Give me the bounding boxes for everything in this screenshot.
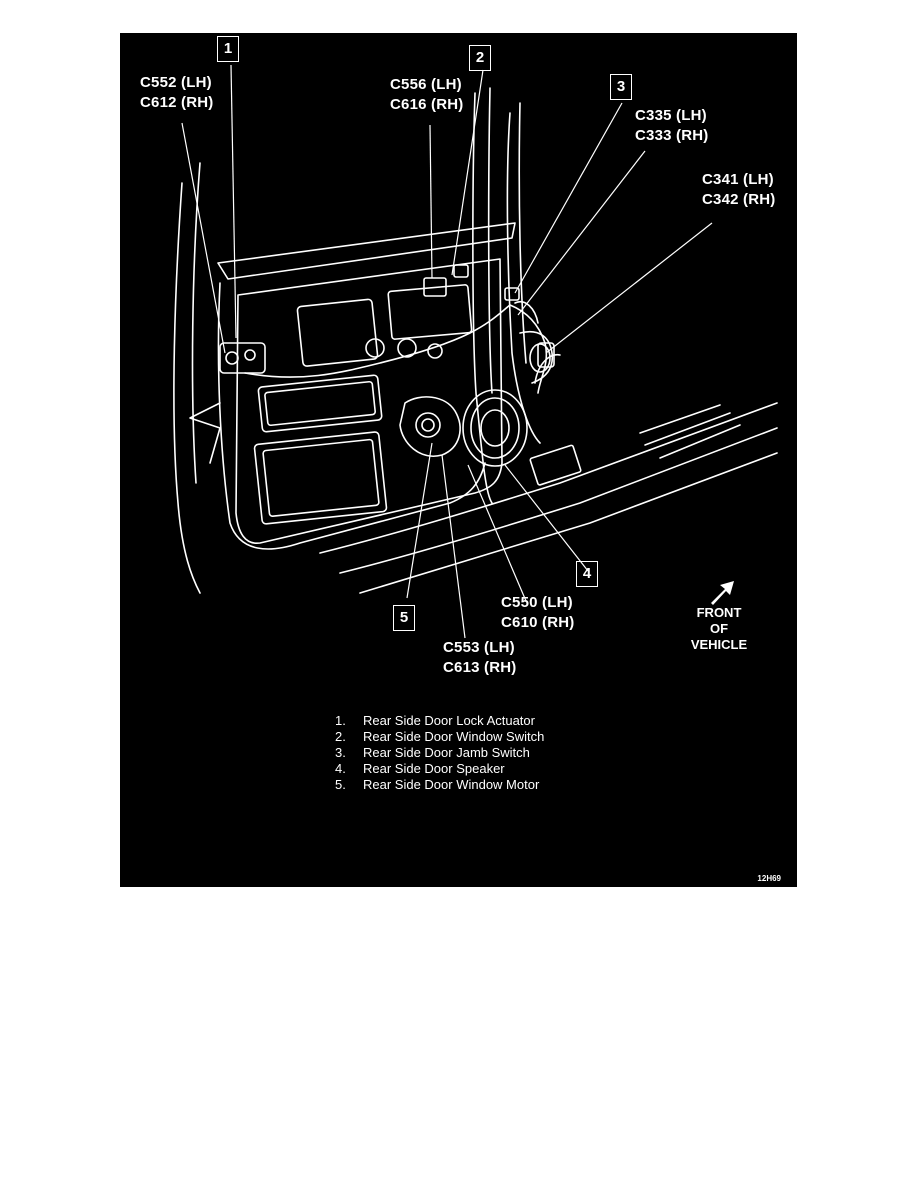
legend-item: 3. Rear Side Door Jamb Switch (335, 745, 544, 761)
legend-num: 3. (335, 745, 346, 760)
callout-3: 3 (610, 74, 632, 100)
callout-5: 5 (393, 605, 415, 631)
legend-text: Rear Side Door Window Switch (363, 729, 545, 744)
legend-text: Rear Side Door Jamb Switch (363, 745, 530, 760)
legend-num: 1. (335, 713, 346, 728)
label-c335: C335 (LH) (635, 107, 707, 124)
front-line-3: VEHICLE (690, 637, 748, 652)
label-c333: C333 (RH) (635, 127, 709, 144)
legend-num: 4. (335, 761, 346, 776)
label-c556: C556 (LH) (390, 76, 462, 93)
door-illustration (173, 64, 778, 639)
label-c342: C342 (RH) (702, 191, 776, 208)
leader-lines (181, 64, 713, 639)
label-c613: C613 (RH) (443, 659, 517, 676)
component-legend: 1. Rear Side Door Lock Actuator 2. Rear Si… (335, 713, 544, 793)
callout-4: 4 (576, 561, 598, 587)
front-line-1: FRONT (696, 605, 742, 620)
legend-num: 2. (335, 729, 346, 744)
legend-item: 1. Rear Side Door Lock Actuator (335, 713, 544, 729)
legend-item: 2. Rear Side Door Window Switch (335, 729, 544, 745)
callout-2: 2 (469, 45, 491, 71)
legend-text: Rear Side Door Lock Actuator (363, 713, 535, 728)
front-line-2: OF (709, 621, 729, 636)
legend-text: Rear Side Door Speaker (363, 761, 505, 776)
legend-text: Rear Side Door Window Motor (363, 777, 540, 792)
legend-item: 5. Rear Side Door Window Motor (335, 777, 544, 793)
label-c553: C553 (LH) (443, 639, 515, 656)
legend-num: 5. (335, 777, 346, 792)
label-c616: C616 (RH) (390, 96, 464, 113)
label-c552: C552 (LH) (140, 74, 212, 91)
front-of-vehicle-label: FRONT OF VEHICLE (679, 605, 759, 653)
label-c341: C341 (LH) (702, 171, 774, 188)
label-c550: C550 (LH) (501, 594, 573, 611)
front-arrow-icon (711, 581, 734, 605)
label-c610: C610 (RH) (501, 614, 575, 631)
legend-item: 4. Rear Side Door Speaker (335, 761, 544, 777)
callout-1: 1 (217, 36, 239, 62)
figure-code: 12H69 (757, 874, 781, 883)
door-wiring-diagram: 1 2 3 4 5 C552 (LH) C612 (RH) C556 (LH) … (120, 33, 797, 887)
label-c612: C612 (RH) (140, 94, 214, 111)
